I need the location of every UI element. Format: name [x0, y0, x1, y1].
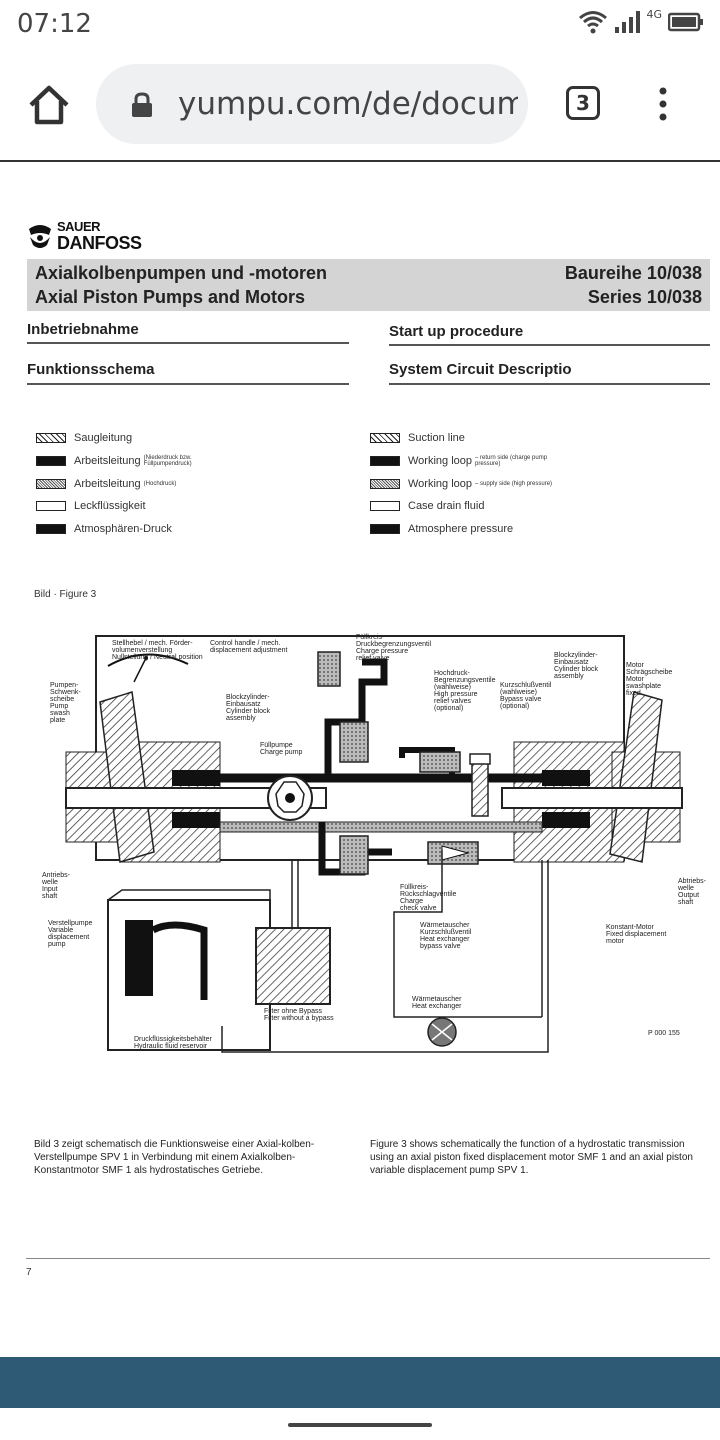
figure-label: Bild · Figure 3	[34, 589, 97, 600]
network-type: 4G	[646, 7, 662, 21]
label-heat-exchanger-bypass: Wärmetauscher Kurzschlußventil Heat exch…	[420, 922, 472, 950]
legend-item: Case drain fluid	[370, 498, 484, 514]
suction-line-swatch	[36, 433, 66, 443]
series-en: Series 10/038	[587, 287, 702, 307]
legend-item: Suction line	[370, 430, 465, 446]
section-1-en: Start up procedure	[389, 323, 524, 340]
suction-line-swatch	[370, 433, 400, 443]
section-2-de: Funktionsschema	[27, 361, 155, 378]
atmosphere-swatch	[370, 524, 400, 534]
atmosphere-swatch	[36, 524, 66, 534]
label-input-shaft: Antriebs- welle Input shaft	[42, 872, 71, 900]
label-heat-exchanger: Wärmetauscher Heat exchanger	[412, 996, 462, 1010]
footer-divider	[26, 1258, 710, 1259]
lock-icon	[132, 92, 152, 117]
divider	[27, 383, 349, 385]
label-high-pressure-relief: Hochdruck- Begrenzungsventile (wahlweise…	[434, 670, 496, 712]
label-figure-code: P 000 155	[648, 1030, 680, 1037]
system-nav-bar	[0, 1408, 720, 1440]
status-bar: 07:12 4G	[0, 0, 720, 50]
overflow-menu-icon[interactable]	[652, 84, 674, 124]
label-variable-pump: Verstellpumpe Variable displacement pump	[48, 920, 93, 948]
label-bypass-valve: Kurzschlußventil (wahlweise) Bypass valv…	[500, 682, 552, 710]
url-bar[interactable]: yumpu.com/de/docum	[96, 64, 528, 144]
label-fixed-motor: Konstant-Motor Fixed displacement motor	[606, 924, 667, 945]
legend-item: Arbeitsleitung (Hochdruck)	[36, 476, 176, 492]
caption-en: Figure 3 shows schematically the functio…	[370, 1139, 693, 1176]
status-icons: 4G	[578, 7, 704, 34]
browser-toolbar: yumpu.com/de/docum 3	[0, 50, 720, 162]
battery-icon	[668, 12, 703, 32]
hydraulic-circuit-diagram: Stellhebel / mech. Förder- volumenverste…	[22, 622, 718, 1057]
label-motor-swashplate: Motor Schrägscheibe Motor swashplate fix…	[626, 662, 673, 697]
logo-top-text: SAUER	[57, 219, 101, 234]
tab-switcher-button[interactable]: 3	[566, 86, 600, 120]
legend-item: Working loop – supply side (high pressur…	[370, 476, 552, 492]
label-reservoir: Druckflüssigkeitsbehälter Hydraulic flui…	[134, 1036, 212, 1050]
legend-item: Atmosphere pressure	[370, 521, 513, 537]
label-charge-pump: Füllpumpe Charge pump	[260, 742, 303, 756]
label-pump-swashplate: Pumpen- Schwenk- scheibe Pump swash plat…	[50, 682, 81, 724]
circuit-drawing	[65, 635, 683, 1053]
title-de: Axialkolbenpumpen und -motoren	[35, 263, 328, 283]
return-side-swatch	[36, 456, 66, 466]
series-de: Baureihe 10/038	[564, 263, 702, 283]
case-drain-swatch	[370, 501, 400, 511]
page-number: 7	[26, 1267, 32, 1278]
section-2-en: System Circuit Descriptio	[389, 361, 572, 378]
label-control-handle-de: Stellhebel / mech. Förder- volumenverste…	[112, 640, 203, 661]
legend-item: Working loop – return side (charge pump …	[370, 453, 555, 469]
bottom-banner	[0, 1357, 720, 1408]
case-drain-swatch	[36, 501, 66, 511]
supply-side-swatch	[370, 479, 400, 489]
supply-side-swatch	[36, 479, 66, 489]
label-output-shaft: Abtriebs- welle Output shaft	[678, 878, 707, 906]
label-check-valve: Füllkreis- Rückschlagventile Charge chec…	[400, 884, 457, 912]
title-band: Axialkolbenpumpen und -motoren Axial Pis…	[27, 259, 710, 311]
legend-item: Atmosphären-Druck	[36, 521, 172, 537]
section-1-de: Inbetriebnahme	[27, 321, 139, 338]
status-time: 07:12	[17, 9, 92, 39]
gesture-handle[interactable]	[288, 1423, 432, 1427]
logo-mark-icon	[29, 225, 51, 248]
signal-icon	[615, 11, 641, 33]
document-page[interactable]: SAUER DANFOSS Axialkolbenpumpen und -mot…	[0, 162, 720, 1357]
label-filter: Filter ohne Bypass Filter without a bypa…	[264, 1008, 334, 1022]
home-icon[interactable]	[24, 80, 74, 130]
url-text[interactable]: yumpu.com/de/docum	[178, 86, 518, 122]
label-control-handle-en: Control handle / mech. displacement adju…	[210, 640, 288, 654]
divider	[389, 383, 710, 385]
legend-item: Arbeitsleitung (Niederdruck bzw. Füllpum…	[36, 453, 216, 469]
return-side-swatch	[370, 456, 400, 466]
sauer-danfoss-logo: SAUER DANFOSS	[27, 219, 157, 257]
label-charge-relief: Füllkreis- Druckbegrenzungsventil Charge…	[356, 634, 432, 662]
caption-de: Bild 3 zeigt schematisch die Funktionswe…	[34, 1139, 315, 1176]
legend-item: Saugleitung	[36, 430, 132, 446]
divider	[389, 344, 710, 346]
title-en: Axial Piston Pumps and Motors	[35, 287, 306, 307]
legend-item: Leckflüssigkeit	[36, 498, 146, 514]
divider	[27, 342, 349, 344]
logo-bottom-text: DANFOSS	[57, 233, 142, 253]
wifi-icon	[579, 11, 608, 34]
label-cylinder-block-right: Blockzylinder- Einbausatz Cylinder block…	[554, 652, 598, 680]
label-cylinder-block-left: Blockzylinder- Einbausatz Cylinder block…	[226, 694, 270, 722]
